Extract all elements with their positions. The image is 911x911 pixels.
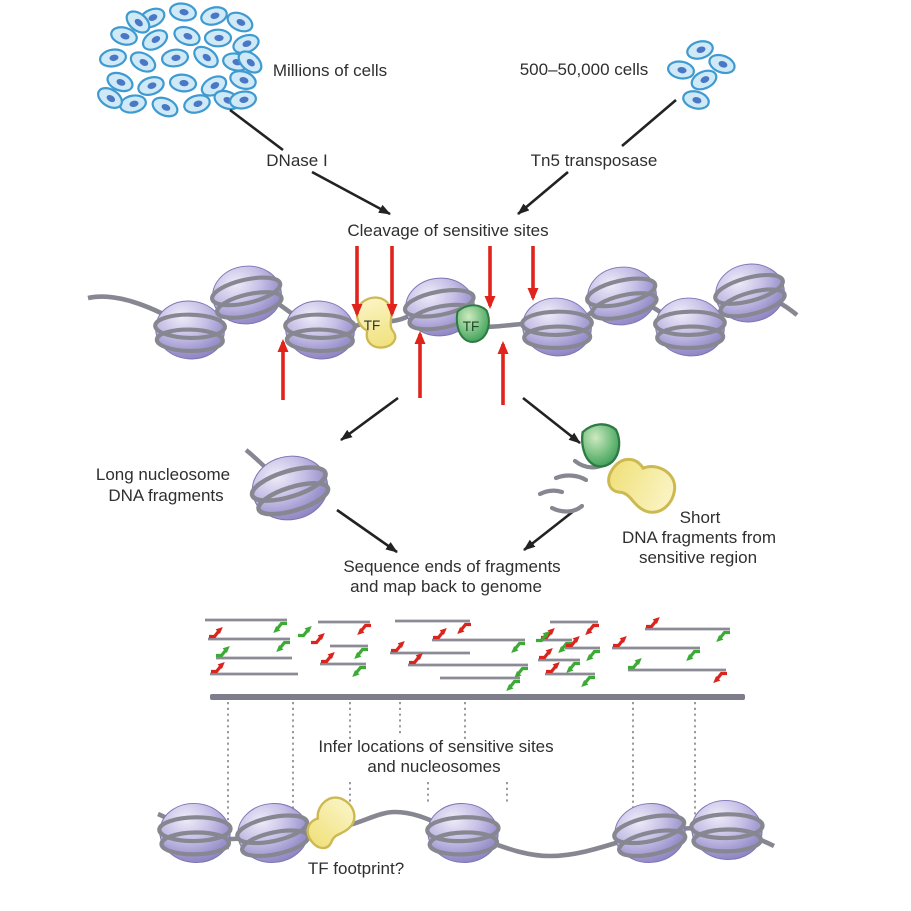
flow-line	[621, 99, 677, 147]
read-end-flag-red	[585, 623, 599, 635]
read-end-flag-green	[628, 658, 642, 670]
mapped-reads	[205, 617, 730, 691]
read-end-flag-red	[311, 633, 325, 645]
sequence-label-2: and map back to genome	[350, 577, 542, 596]
read-end-flag-green	[558, 641, 572, 653]
short-fragments-label-1: Short	[680, 508, 721, 527]
read-end-flag-red	[539, 648, 553, 660]
read-end-flag-green	[352, 665, 366, 677]
read-end-flag-red	[357, 623, 371, 635]
flow-line	[229, 108, 284, 152]
tf-footprint-label: TF footprint?	[308, 859, 404, 878]
long-fragments-label-1: Long nucleosome	[96, 465, 230, 484]
read-end-flag-green	[566, 661, 580, 673]
read-end-flag-green	[216, 646, 230, 658]
workflow-arrows	[229, 99, 677, 554]
short-fragments-label-2: DNA fragments from	[622, 528, 776, 547]
flow-arrow	[517, 171, 569, 215]
read-end-flag-green	[581, 675, 595, 687]
tf-green-label: TF	[463, 319, 480, 334]
read-end-flag-green	[276, 640, 290, 652]
short-fragments-label-3: sensitive region	[639, 548, 757, 567]
few-cells-label: 500–50,000 cells	[520, 60, 649, 79]
read-end-flag-red	[209, 627, 223, 639]
sequence-label-1: Sequence ends of fragments	[343, 557, 560, 576]
read-end-flag-red	[211, 662, 225, 674]
read-end-flag-red	[646, 617, 660, 629]
infer-label-2: and nucleosomes	[367, 757, 500, 776]
read-end-flag-green	[273, 621, 287, 633]
inferred-chromatin-fiber	[155, 789, 776, 867]
cleavage-site-arrows	[277, 246, 539, 405]
cleavage-label: Cleavage of sensitive sites	[347, 221, 548, 240]
flow-arrow	[336, 508, 398, 554]
read-end-flag-red	[546, 662, 560, 674]
cell	[203, 28, 233, 48]
read-end-flag-red	[409, 653, 423, 665]
read-end-flag-green	[514, 666, 528, 678]
read-end-flag-green	[511, 641, 525, 653]
tn5-label: Tn5 transposase	[531, 151, 658, 170]
read-end-flag-red	[713, 671, 727, 683]
flow-arrow	[523, 508, 576, 552]
long-fragments-label-2: DNA fragments	[108, 486, 223, 505]
flow-arrow	[311, 170, 391, 216]
read-end-flag-green	[586, 649, 600, 661]
read-end-flag-red	[433, 628, 447, 640]
read-end-flag-green	[298, 626, 312, 638]
millions-cells-label: Millions of cells	[273, 61, 387, 80]
genome-axis	[210, 694, 745, 700]
read-end-flag-red	[321, 652, 335, 664]
read-end-flag-green	[506, 679, 520, 691]
read-end-flag-green	[686, 649, 700, 661]
read-end-flag-red	[457, 622, 471, 634]
long-nucleosome-fragment	[245, 450, 336, 526]
chromatin-fiber: TF TF	[87, 259, 799, 363]
short-fragments-group	[537, 420, 684, 521]
read-end-flag-green	[354, 647, 368, 659]
flow-arrow	[340, 396, 399, 442]
read-end-flag-red	[391, 641, 405, 653]
infer-label-1: Infer locations of sensitive sites	[318, 737, 553, 756]
flow-arrow	[522, 396, 581, 445]
dnase-label: DNase I	[266, 151, 327, 170]
tf-yellow-label: TF	[364, 318, 381, 333]
read-end-flag-red	[566, 636, 580, 648]
read-end-flag-green	[536, 631, 550, 643]
read-end-flag-red	[613, 636, 627, 648]
read-end-flag-green	[716, 630, 730, 642]
